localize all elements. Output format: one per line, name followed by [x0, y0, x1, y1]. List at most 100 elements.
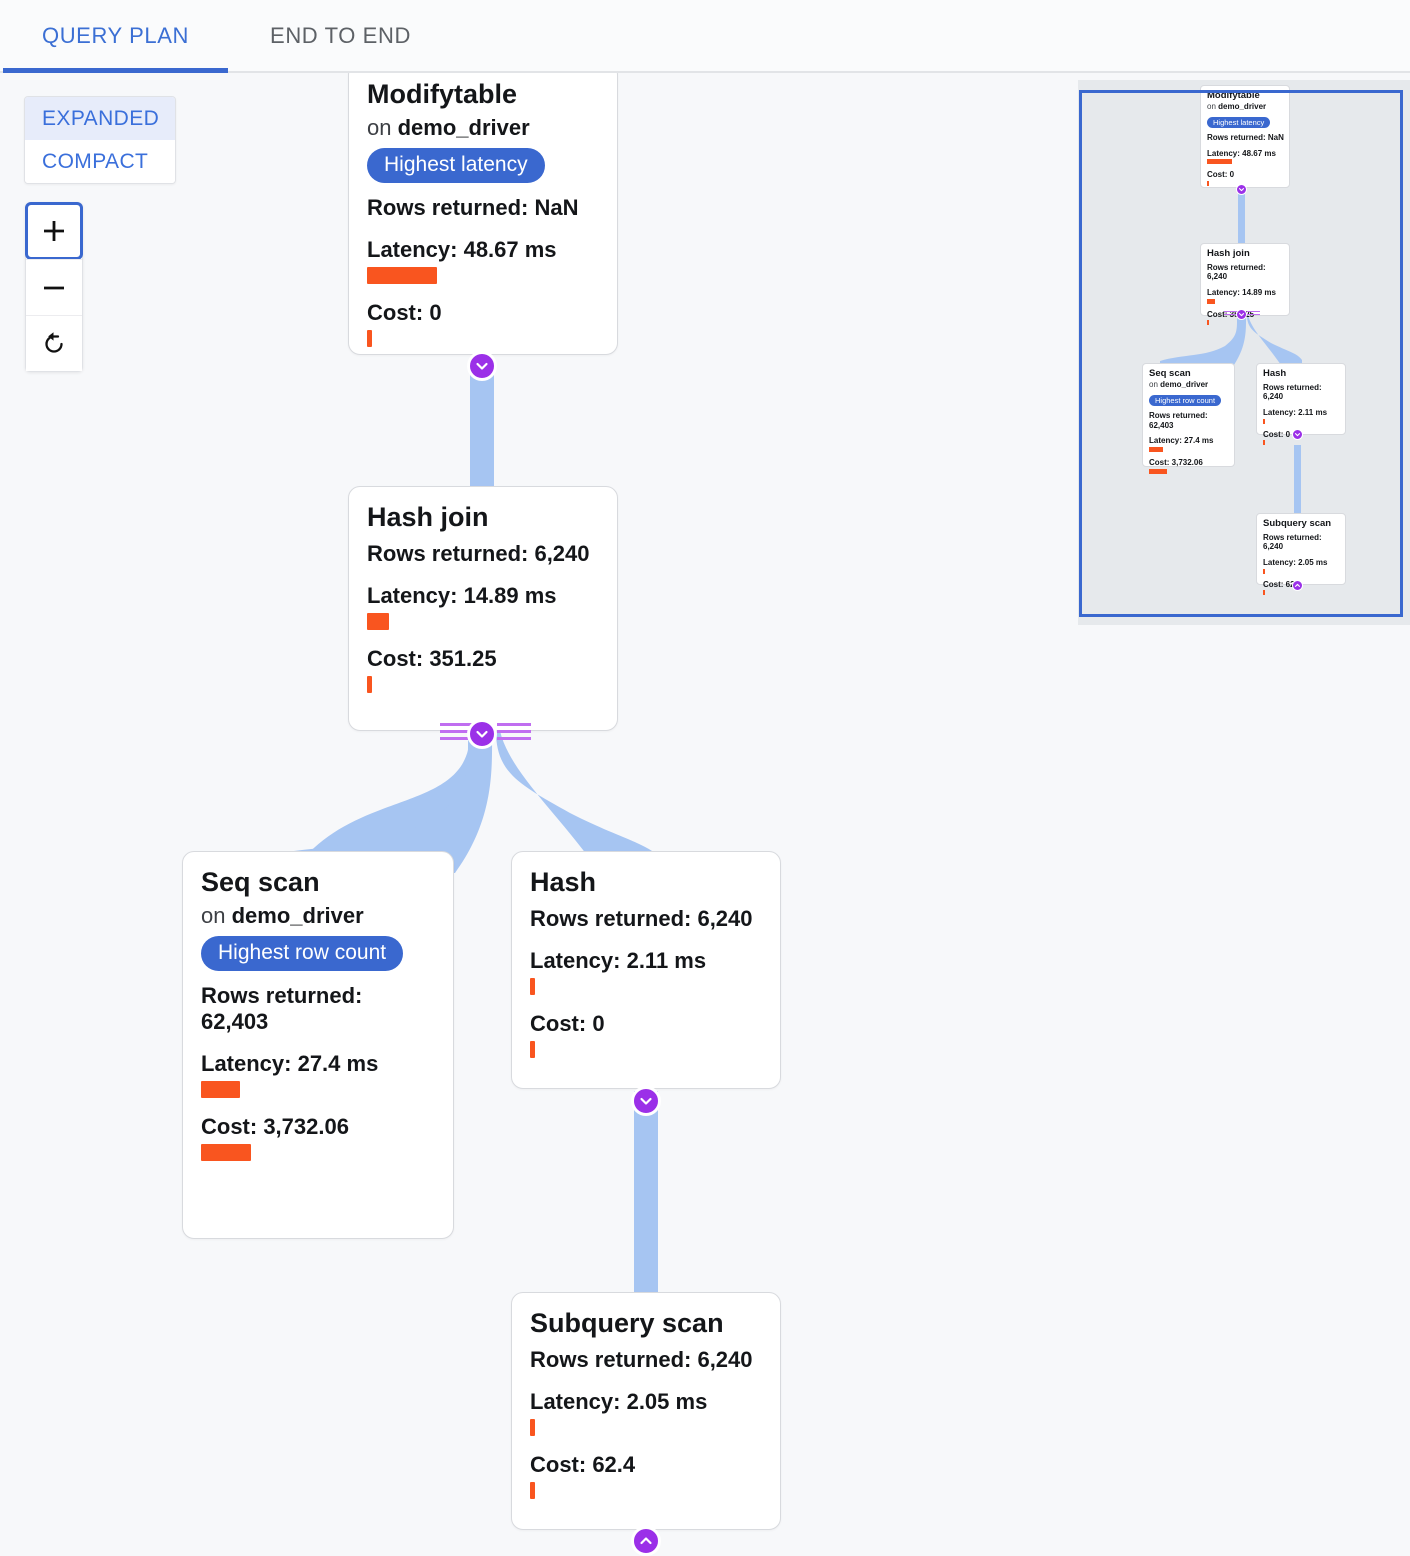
tab-bar: QUERY PLAN END TO END [0, 0, 1410, 73]
collapse-handle-modifytable[interactable] [467, 351, 497, 381]
node-cost-bar [1263, 590, 1265, 596]
node-latency-bar [367, 612, 389, 630]
node-title: Seq scan [1149, 368, 1191, 379]
chevron-down-icon [640, 1097, 652, 1105]
node-rows-returned: Rows returned: 6,240 [1263, 532, 1322, 552]
zoom-out-button[interactable] [26, 259, 82, 315]
chevron-down-icon [1294, 433, 1301, 437]
node-relation-name: demo_driver [231, 902, 364, 928]
minimap-handle-subquery-scan [1292, 580, 1303, 591]
node-cost-bar [367, 675, 372, 693]
chevron-up-icon [640, 1537, 652, 1545]
node-rows-returned: Rows returned: NaN [367, 194, 579, 220]
node-latency: Latency: 2.11 ms [1263, 408, 1328, 418]
plan-node-hash-join[interactable]: Hash join Rows returned: 6,240 Latency: … [348, 486, 618, 731]
minimap-handle-lines-left [1224, 311, 1237, 318]
active-tab-indicator [3, 68, 228, 73]
node-title: Seq scan [201, 867, 320, 897]
zoom-controls [25, 202, 83, 372]
node-cost-bar [201, 1143, 251, 1161]
node-relation: on demo_driver [367, 114, 530, 140]
node-latency: Latency: 48.67 ms [1207, 148, 1276, 158]
node-title: Modifytable [367, 79, 518, 109]
node-badge: Highest latency [367, 147, 545, 183]
node-title: Modifytable [1207, 90, 1260, 101]
node-latency-bar [1149, 447, 1163, 453]
collapse-handle-lines-right [497, 723, 531, 745]
minimap-handle-hash [1292, 429, 1303, 440]
node-title: Subquery scan [530, 1308, 724, 1338]
minimap[interactable]: Modifytable on demo_driver Highest laten… [1078, 80, 1410, 625]
minimap-node-subquery-scan: Subquery scan Rows returned: 6,240 Laten… [1256, 513, 1346, 596]
chevron-down-icon [476, 730, 488, 738]
plan-node-modifytable[interactable]: Modifytable on demo_driver Highest laten… [348, 73, 618, 355]
node-rows-returned: Rows returned: 62,403 [201, 982, 363, 1034]
node-rows-returned: Rows returned: 62,403 [1149, 411, 1208, 430]
zoom-reset-button[interactable] [26, 315, 82, 371]
minimap-node-hash-join: Hash join Rows returned: 6,240 Latency: … [1200, 243, 1290, 326]
collapse-handle-hash[interactable] [631, 1086, 661, 1116]
node-cost-bar [1207, 181, 1209, 187]
collapse-handle-subquery-scan[interactable] [631, 1526, 661, 1556]
minimap-node-seq-scan: Seq scan on demo_driver Highest row coun… [1142, 363, 1235, 474]
node-relation-name: demo_driver [397, 114, 530, 140]
node-latency-bar [530, 977, 535, 995]
node-rows-returned: Rows returned: NaN [1207, 133, 1284, 143]
node-badge: Highest row count [201, 935, 404, 971]
chevron-down-icon [476, 362, 488, 370]
node-latency: Latency: 27.4 ms [201, 1050, 379, 1076]
node-latency-bar [530, 1418, 535, 1436]
collapse-handle-hash-join[interactable] [467, 719, 497, 749]
tab-query-plan-label: QUERY PLAN [41, 22, 190, 48]
node-latency-bar [367, 266, 437, 284]
mode-option-expanded[interactable]: EXPANDED [25, 97, 175, 140]
reset-rotate-icon [45, 331, 63, 353]
node-rows-returned: Rows returned: 6,240 [530, 1346, 753, 1372]
tab-query-plan[interactable]: QUERY PLAN [3, 0, 228, 71]
minus-icon [44, 286, 64, 289]
plan-node-seq-scan[interactable]: Seq scan on demo_driver Highest row coun… [182, 851, 454, 1239]
node-cost: Cost: 351.25 [367, 645, 497, 671]
node-cost-bar [1207, 320, 1209, 326]
node-cost-bar [530, 1481, 535, 1499]
plan-node-subquery-scan[interactable]: Subquery scan Rows returned: 6,240 Laten… [511, 1292, 781, 1530]
node-title: Hash [530, 867, 597, 897]
tab-end-to-end[interactable]: END TO END [228, 0, 453, 71]
minimap-handle-hash-join [1236, 309, 1247, 320]
mode-option-compact[interactable]: COMPACT [25, 140, 175, 183]
node-badge: Highest latency [1207, 117, 1271, 129]
node-cost-bar [1149, 468, 1167, 474]
node-cost-bar [530, 1040, 535, 1058]
node-latency-bar [1207, 298, 1215, 304]
node-title: Subquery scan [1263, 518, 1332, 529]
node-latency-bar [201, 1080, 240, 1098]
node-relation: on demo_driver [1207, 101, 1267, 111]
node-cost: Cost: 3,732.06 [1149, 458, 1203, 468]
chevron-down-icon [1238, 313, 1245, 317]
node-cost-bar [367, 329, 372, 347]
node-latency-bar [1263, 568, 1265, 574]
mode-option-compact-label: COMPACT [42, 149, 149, 173]
node-relation: on demo_driver [201, 902, 364, 928]
zoom-in-button[interactable] [25, 202, 83, 260]
node-latency: Latency: 14.89 ms [1207, 288, 1276, 298]
node-rows-returned: Rows returned: 6,240 [1207, 262, 1266, 282]
node-relation: on demo_driver [1149, 379, 1209, 389]
node-rows-returned: Rows returned: 6,240 [367, 540, 590, 566]
collapse-handle-lines-left [440, 723, 474, 745]
node-badge: Highest row count [1149, 395, 1222, 407]
plan-node-hash[interactable]: Hash Rows returned: 6,240 Latency: 2.11 … [511, 851, 781, 1089]
chevron-up-icon [1294, 583, 1301, 587]
tab-end-to-end-label: END TO END [270, 22, 411, 48]
minimap-edges [1160, 191, 1302, 523]
node-latency: Latency: 2.05 ms [1263, 558, 1328, 568]
node-latency-bar [1263, 418, 1265, 424]
chevron-down-icon [1238, 188, 1245, 192]
plus-icon [44, 221, 64, 241]
minimap-handle-lines-right [1247, 311, 1260, 318]
node-cost: Cost: 62.4 [530, 1451, 636, 1477]
node-cost: Cost: 0 [1263, 429, 1291, 439]
node-cost: Cost: 62.4 [1263, 579, 1302, 589]
node-cost: Cost: 0 [1207, 170, 1235, 180]
node-latency-bar [1207, 159, 1232, 165]
